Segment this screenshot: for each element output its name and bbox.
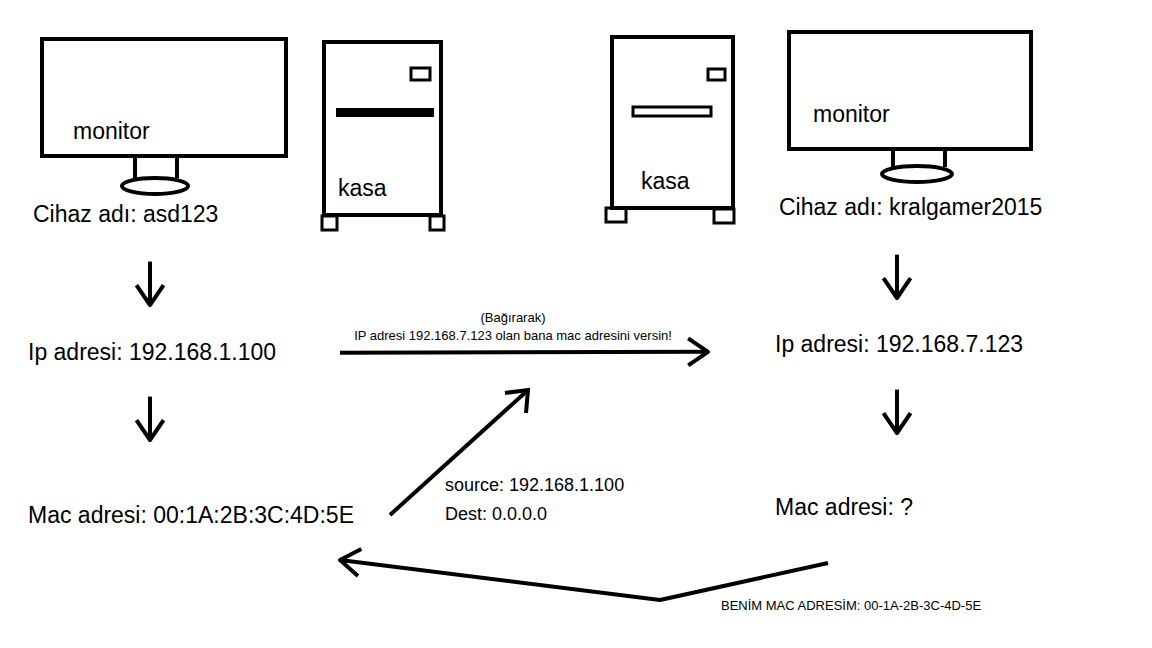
case-button bbox=[411, 68, 430, 80]
monitor-screen: monitor bbox=[787, 30, 1033, 151]
node-text: Cihaz adı: kralgamer2015 bbox=[779, 194, 1042, 222]
connector-arrow bbox=[136, 262, 163, 305]
monitor-neck bbox=[133, 158, 137, 178]
connector-line bbox=[340, 560, 828, 600]
monitor-neck bbox=[943, 151, 947, 167]
arrowhead bbox=[883, 278, 910, 298]
packet-field: source: 192.168.1.100 bbox=[445, 475, 624, 497]
monitor-neck bbox=[891, 151, 895, 167]
ip-address: Ip adresi: 192.168.1.100 bbox=[28, 339, 276, 367]
computer-case: kasa bbox=[322, 40, 443, 217]
monitor-screen: monitor bbox=[40, 37, 288, 158]
arrowhead bbox=[340, 549, 361, 576]
case-foot bbox=[322, 216, 337, 230]
node-text: Mac adresi: ? bbox=[775, 494, 913, 522]
pointer-arrow bbox=[390, 390, 528, 515]
node-text: kasa bbox=[338, 175, 387, 203]
mac-address: Mac adresi: ? bbox=[775, 494, 913, 522]
connector-line bbox=[895, 255, 899, 298]
action-note: (Bağırarak) bbox=[480, 310, 545, 326]
case-foot bbox=[430, 216, 444, 230]
case-drive-bay bbox=[336, 108, 434, 117]
monitor-base bbox=[882, 166, 952, 182]
connector-arrow bbox=[883, 390, 910, 433]
arrowhead bbox=[688, 338, 708, 365]
ip-address: Ip adresi: 192.168.7.123 bbox=[775, 331, 1023, 359]
connector-line bbox=[340, 352, 708, 353]
node-text: Ip adresi: 192.168.1.100 bbox=[28, 339, 276, 367]
connector-arrow bbox=[340, 549, 828, 600]
edge-label: BENİM MAC ADRESİM: 00-1A-2B-3C-4D-5E bbox=[721, 598, 981, 614]
connector-line bbox=[895, 390, 899, 433]
connector-arrow bbox=[340, 338, 708, 365]
node-text: Ip adresi: 192.168.7.123 bbox=[775, 331, 1023, 359]
case-foot bbox=[714, 209, 734, 223]
computer-case: kasa bbox=[610, 35, 735, 210]
device-name: Cihaz adı: asd123 bbox=[33, 201, 218, 229]
case-button bbox=[708, 69, 725, 80]
packet-field: Dest: 0.0.0.0 bbox=[445, 504, 547, 526]
connector-line bbox=[148, 397, 152, 440]
arrowhead bbox=[883, 413, 910, 433]
monitor-neck bbox=[175, 158, 179, 178]
node-text: Mac adresi: 00:1A:2B:3C:4D:5E bbox=[28, 502, 354, 530]
connector-arrow bbox=[883, 255, 910, 298]
node-text: monitor bbox=[813, 101, 890, 129]
arrowhead bbox=[136, 285, 163, 305]
node-text: Cihaz adı: asd123 bbox=[33, 201, 218, 229]
connector-arrow bbox=[136, 397, 163, 440]
arrowhead bbox=[136, 420, 163, 440]
node-text: monitor bbox=[73, 118, 150, 146]
connector-line bbox=[148, 262, 152, 305]
device-name: Cihaz adı: kralgamer2015 bbox=[779, 194, 1042, 222]
case-foot bbox=[606, 208, 626, 222]
edge-label: IP adresi 192.168.7.123 olan bana mac ad… bbox=[354, 328, 672, 344]
mac-address: Mac adresi: 00:1A:2B:3C:4D:5E bbox=[28, 502, 354, 530]
case-drive-bay bbox=[633, 107, 711, 116]
pointer-arrowhead bbox=[505, 390, 528, 413]
monitor-base bbox=[122, 178, 188, 194]
node-text: kasa bbox=[641, 168, 690, 196]
